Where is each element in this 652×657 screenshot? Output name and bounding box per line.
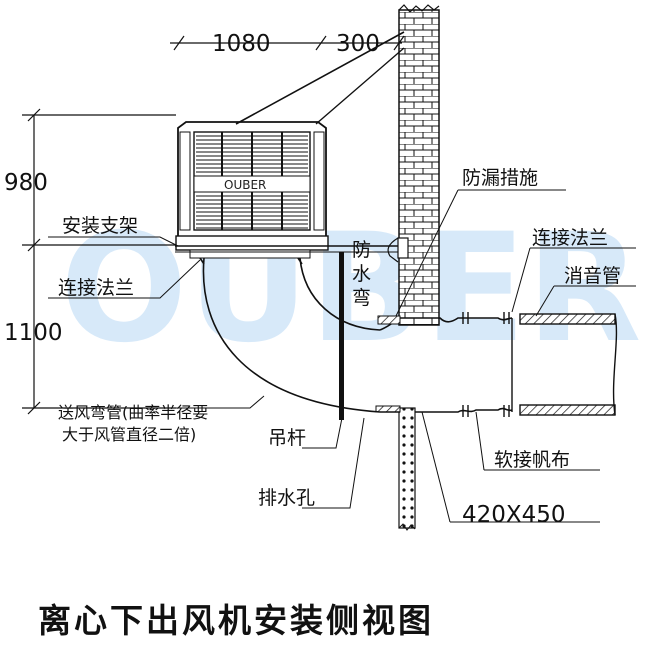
waterproof-label-3: 弯 — [352, 287, 371, 309]
silencer-pipe — [511, 313, 618, 416]
hanger-rod — [339, 252, 344, 420]
dimension-height-1: 980 — [4, 170, 48, 196]
lower-wall-plate — [375, 405, 401, 413]
flange-marks — [462, 312, 510, 417]
watermark: OUBER — [60, 202, 642, 376]
silencer-pipe-label: 消音管 — [564, 265, 621, 287]
dimension-width-1: 1080 — [212, 31, 271, 57]
duct-size-label: 420X450 — [462, 502, 566, 528]
elbow-note-line-2: 大于风管直径二倍) — [62, 425, 196, 444]
lower-wall-stub — [398, 407, 416, 531]
flange-left-label: 连接法兰 — [58, 277, 134, 299]
diagram-title: 离心下出风机安装侧视图 — [38, 601, 434, 640]
upper-wall-plate — [377, 315, 401, 325]
leader-lines — [48, 189, 636, 523]
waterproof-elbow — [387, 237, 399, 263]
elbow-duct — [199, 257, 381, 413]
hanger-rod-label: 吊杆 — [268, 427, 306, 449]
support-bracket — [175, 31, 409, 259]
waterproof-label-1: 防 — [352, 239, 371, 261]
unit-brand-label: OUBER — [224, 178, 266, 192]
elbow-note-line-1: 送风弯管(曲率半径要 — [58, 403, 208, 422]
canvas-joint-label: 软接帆布 — [494, 449, 570, 471]
drain-hole-label: 排水孔 — [258, 487, 315, 509]
flange-right-label: 连接法兰 — [532, 227, 608, 249]
dimension-width-2: 300 — [336, 31, 380, 57]
leak-prevention-label: 防漏措施 — [462, 167, 538, 189]
brick-wall — [398, 4, 440, 326]
dimension-height-2: 1100 — [4, 320, 63, 346]
air-cooler-unit: OUBER — [175, 121, 329, 259]
bracket-label: 安装支架 — [62, 215, 138, 237]
waterproof-label-2: 水 — [352, 263, 371, 285]
